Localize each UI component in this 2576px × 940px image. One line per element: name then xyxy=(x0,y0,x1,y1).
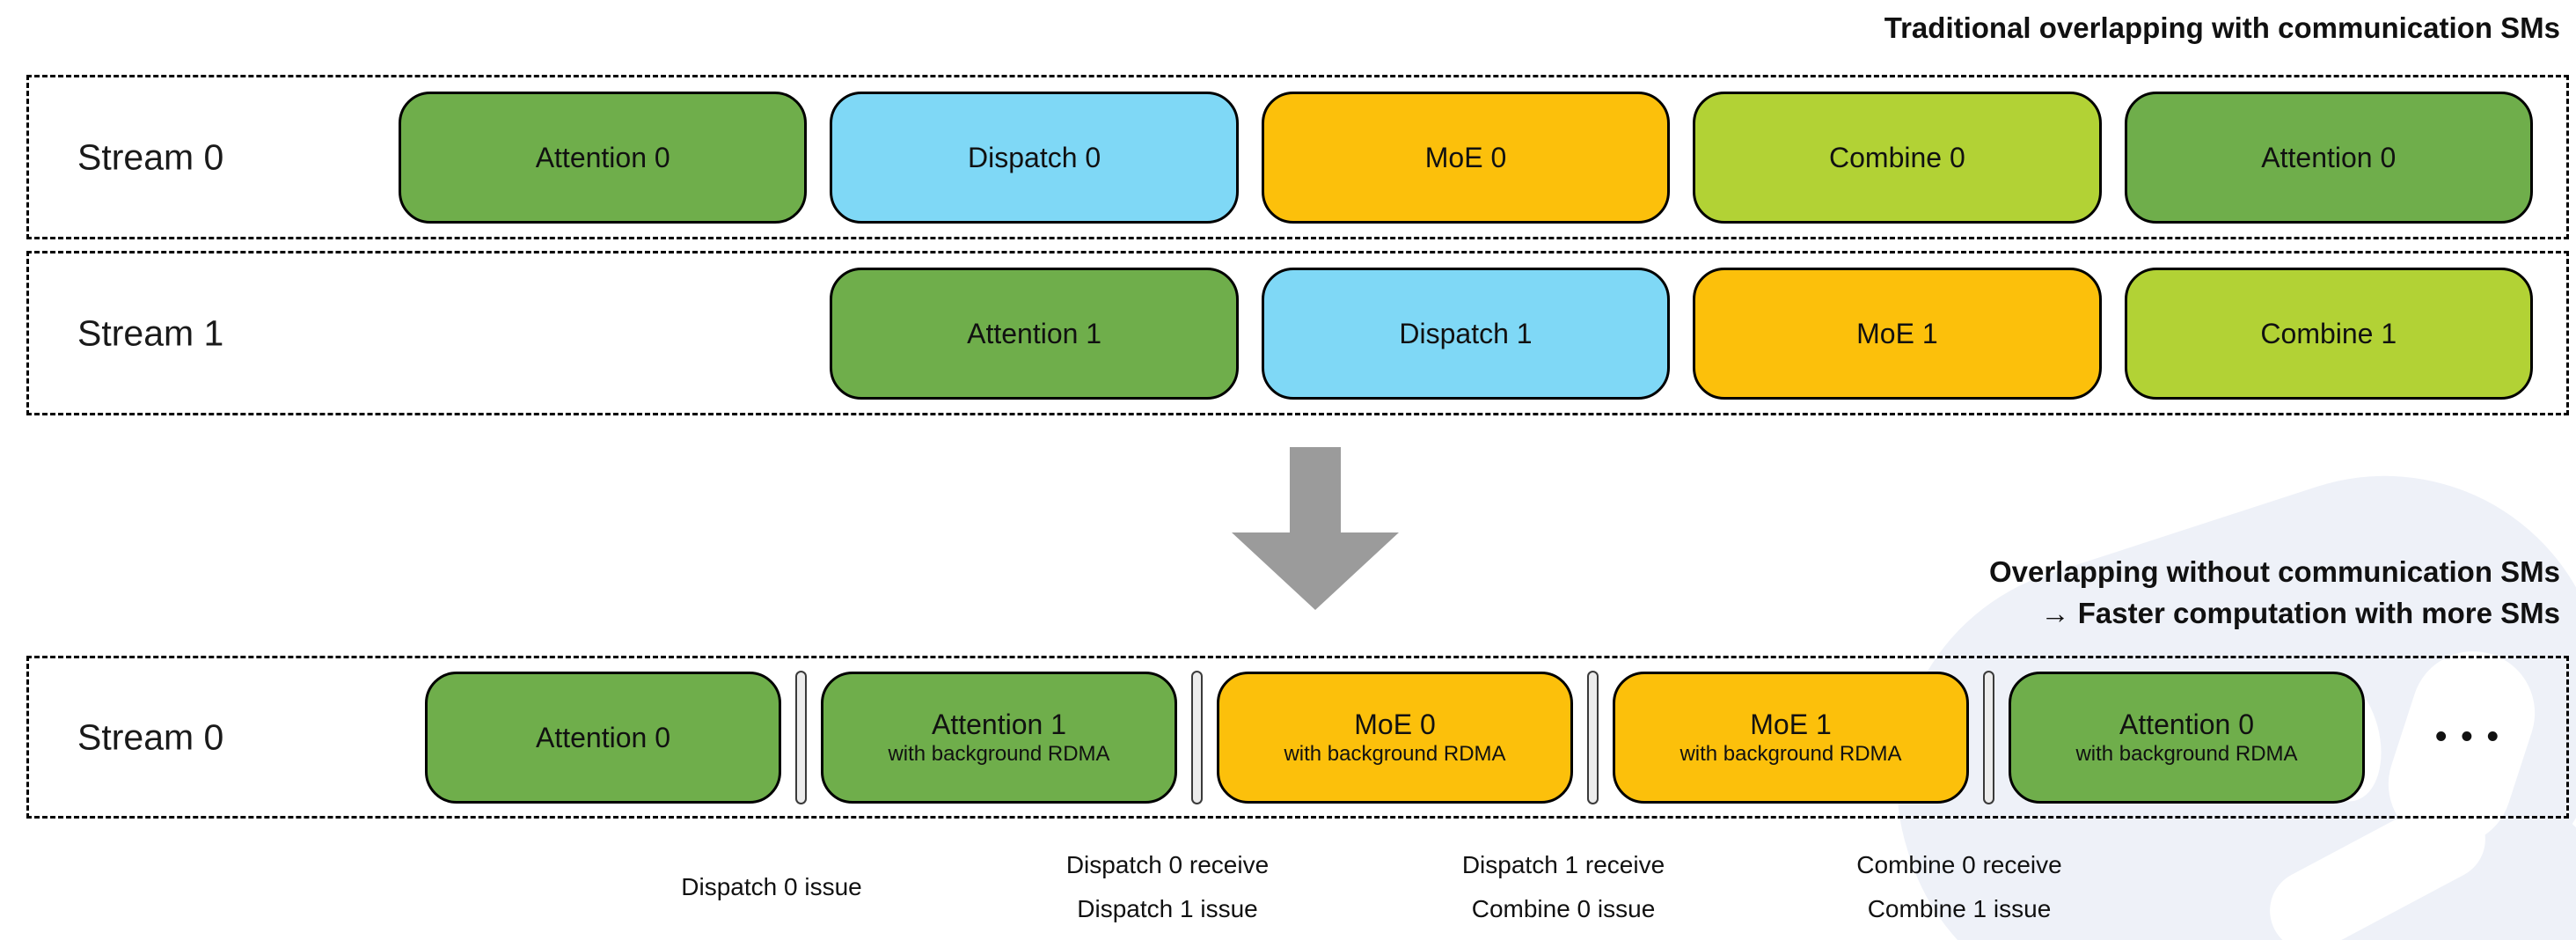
block-label: Attention 1 xyxy=(967,317,1102,349)
bottom-section-title-line1: Overlapping without communication SMs xyxy=(1988,555,2560,588)
block-attention-1: Attention 1 xyxy=(830,267,1239,400)
caption-line: Combine 0 issue xyxy=(1471,894,1656,922)
block-subtitle: with background RDMA xyxy=(1680,741,1902,766)
block-label: Dispatch 0 xyxy=(968,141,1101,173)
merged-stream-0-blocks: Attention 0 Attention 1 with background … xyxy=(425,670,2513,804)
top-title: Traditional overlapping with communicati… xyxy=(1884,11,2560,44)
down-arrow-icon xyxy=(1232,447,1399,610)
caption-line: Dispatch 1 receive xyxy=(1461,850,1665,878)
caption-line: Combine 1 issue xyxy=(1867,894,2052,922)
caption-combine-0-receive: Combine 0 receive Combine 1 issue xyxy=(1856,841,2061,933)
block-attention-0-next: Attention 0 xyxy=(2124,91,2533,224)
block-attention-0-rdma: Attention 0 with background RDMA xyxy=(2009,671,2365,804)
caption-line: Dispatch 1 issue xyxy=(1077,894,1258,922)
stream-0-label: Stream 0 xyxy=(77,136,224,177)
block-moe-0-rdma: MoE 0 with background RDMA xyxy=(1217,671,1573,804)
block-attention-0: Attention 0 xyxy=(425,671,781,804)
block-subtitle: with background RDMA xyxy=(2075,741,2298,766)
block-label: MoE 1 xyxy=(1856,317,1938,349)
caption-dispatch-1-receive: Dispatch 1 receive Combine 0 issue xyxy=(1462,841,1665,933)
bottom-section-title-line2: → Faster computation with more SMs xyxy=(2040,597,2560,629)
continuation-ellipsis: ••• xyxy=(2435,718,2513,755)
block-attention-1-rdma: Attention 1 with background RDMA xyxy=(821,671,1177,804)
caption-line: Combine 0 receive xyxy=(1856,850,2062,878)
caption-dispatch-0-receive: Dispatch 0 receive Dispatch 1 issue xyxy=(1066,841,1269,933)
block-label: Attention 1 xyxy=(932,708,1066,740)
block-label: MoE 0 xyxy=(1424,141,1507,173)
stream-1-label: Stream 1 xyxy=(77,312,224,353)
stream-0-blocks: Attention 0 Dispatch 0 MoE 0 Combine 0 A… xyxy=(399,77,2533,237)
stream-switch-separator xyxy=(1191,670,1203,804)
stream-switch-separator xyxy=(1983,670,1994,804)
block-label: MoE 1 xyxy=(1750,708,1832,740)
block-moe-1: MoE 1 xyxy=(1693,267,2102,400)
block-subtitle: with background RDMA xyxy=(888,741,1110,766)
block-subtitle: with background RDMA xyxy=(1284,741,1506,766)
bottom-section-title: Overlapping without communication SMs → … xyxy=(1989,551,2560,634)
caption-dispatch-0-issue: Dispatch 0 issue xyxy=(681,841,861,933)
stream-1-blocks: Attention 1 Dispatch 1 MoE 1 Combine 1 xyxy=(399,253,2533,413)
caption-line: Dispatch 0 receive xyxy=(1065,850,1270,878)
block-combine-0: Combine 0 xyxy=(1693,91,2102,224)
block-combine-1: Combine 1 xyxy=(2124,267,2533,400)
stream-0-row: Stream 0 Attention 0 Dispatch 0 MoE 0 Co… xyxy=(26,75,2569,239)
stream-switch-separator xyxy=(1587,670,1599,804)
block-label: Attention 0 xyxy=(2119,708,2254,740)
block-dispatch-1: Dispatch 1 xyxy=(1261,267,1671,400)
block-attention-0: Attention 0 xyxy=(399,91,808,224)
merged-stream-0-row: Stream 0 Attention 0 Attention 1 with ba… xyxy=(26,656,2569,819)
stream-1-row: Stream 1 Attention 1 Dispatch 1 MoE 1 Co… xyxy=(26,251,2569,415)
block-label: Attention 0 xyxy=(2261,141,2397,173)
block-label: Dispatch 1 xyxy=(1399,317,1533,349)
block-label: Combine 1 xyxy=(2260,317,2397,349)
block-label: Attention 0 xyxy=(535,141,670,173)
block-moe-1-rdma: MoE 1 with background RDMA xyxy=(1613,671,1969,804)
merged-stream-0-label: Stream 0 xyxy=(77,716,224,757)
block-label: Combine 0 xyxy=(1829,141,1965,173)
block-label: MoE 0 xyxy=(1354,708,1436,740)
caption-line: Dispatch 0 issue xyxy=(681,872,862,900)
block-label: Attention 0 xyxy=(536,721,670,753)
block-moe-0: MoE 0 xyxy=(1261,91,1671,224)
block-dispatch-0: Dispatch 0 xyxy=(830,91,1239,224)
stream-switch-separator xyxy=(795,670,807,804)
